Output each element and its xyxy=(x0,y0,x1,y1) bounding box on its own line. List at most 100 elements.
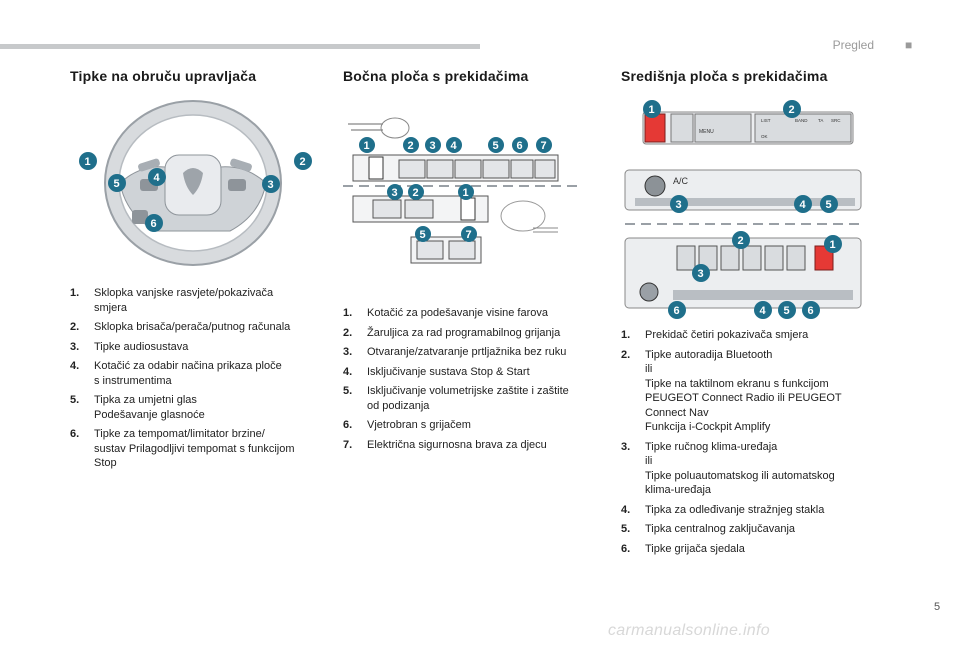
svg-text:4: 4 xyxy=(760,305,767,317)
list-item: 7.Električna sigurnosna brava za djecu xyxy=(343,438,547,451)
side-panel-illustration: 1 2 3 4 5 6 7 3 2 1 5 7 xyxy=(343,117,578,264)
callout-2: 2 xyxy=(783,100,801,118)
callout-3: 3 xyxy=(670,195,688,213)
svg-text:4: 4 xyxy=(800,199,807,211)
callout-1b: 1 xyxy=(458,184,474,200)
callout-5: 5 xyxy=(488,137,504,153)
callout-2b: 2 xyxy=(408,184,424,200)
callout-5b: 5 xyxy=(778,301,796,319)
svg-text:3: 3 xyxy=(676,199,682,211)
list-item: 3.Tipke ručnog klima-uređaja ili Tipke p… xyxy=(621,440,835,497)
callout-5: 5 xyxy=(108,174,126,192)
header-marker: ■ xyxy=(905,38,913,52)
page-number: 5 xyxy=(934,601,941,613)
callout-3b: 3 xyxy=(387,184,403,200)
svg-text:1: 1 xyxy=(830,239,836,251)
svg-text:1: 1 xyxy=(364,140,370,152)
list-item: 2.Sklopka brisača/perača/putnog računala xyxy=(70,321,291,333)
section-title-center-panel: Središnja ploča s prekidačima xyxy=(621,68,828,84)
callout-6: 6 xyxy=(668,301,686,319)
section-title-side-panel: Bočna ploča s prekidačima xyxy=(343,68,529,84)
watermark: carmanualsonline.info xyxy=(608,622,770,639)
steering-items-list: 1.Sklopka vanjske rasvjete/pokazivača sm… xyxy=(70,286,330,476)
callout-4b: 4 xyxy=(754,301,772,319)
svg-text:2: 2 xyxy=(300,156,306,168)
src-label: SRC xyxy=(831,118,841,123)
svg-text:3: 3 xyxy=(430,140,436,152)
side-panel-items-list: 1.Kotačić za podešavanje visine farova 2… xyxy=(343,306,608,457)
callout-2b: 2 xyxy=(732,231,750,249)
svg-text:5: 5 xyxy=(493,140,499,152)
svg-text:1: 1 xyxy=(649,104,655,116)
list-item: 5.Isključivanje volumetrijske zaštite i … xyxy=(343,385,569,412)
svg-text:5: 5 xyxy=(826,199,832,211)
svg-text:6: 6 xyxy=(808,305,814,317)
svg-text:3: 3 xyxy=(698,268,704,280)
list-item: 2.Tipke autoradija Bluetooth ili Tipke n… xyxy=(621,348,842,434)
svg-text:3: 3 xyxy=(392,187,398,199)
callout-5: 5 xyxy=(820,195,838,213)
svg-text:5: 5 xyxy=(784,305,790,317)
header-section-title: Pregled xyxy=(832,38,874,52)
callout-1: 1 xyxy=(79,152,97,170)
callout-2: 2 xyxy=(403,137,419,153)
callout-6b: 6 xyxy=(802,301,820,319)
list-item: 1.Sklopka vanjske rasvjete/pokazivača sm… xyxy=(70,287,274,314)
svg-text:4: 4 xyxy=(451,140,458,152)
list-item: 3.Tipke audiosustava xyxy=(70,340,189,353)
callout-1: 1 xyxy=(643,100,661,118)
band-label: BAND xyxy=(795,118,808,123)
list-item: 1.Kotačić za podešavanje visine farova xyxy=(343,307,548,319)
list-item: 5.Tipka za umjetni glas Podešavanje glas… xyxy=(70,394,205,421)
steering-wheel-illustration: 1 2 3 4 5 6 xyxy=(79,100,312,266)
callout-4: 4 xyxy=(148,168,166,186)
hazard-button-icon xyxy=(644,113,666,143)
callout-1: 1 xyxy=(359,137,375,153)
menu-label: MENU xyxy=(699,129,714,135)
callout-6: 6 xyxy=(512,137,528,153)
svg-text:1: 1 xyxy=(463,187,469,199)
svg-text:2: 2 xyxy=(789,104,795,116)
svg-text:7: 7 xyxy=(466,229,472,241)
section-title-steering: Tipke na obruču upravljača xyxy=(70,68,257,84)
callout-3: 3 xyxy=(425,137,441,153)
callout-3b: 3 xyxy=(692,264,710,282)
list-label: LIST xyxy=(761,118,771,123)
callout-5b: 5 xyxy=(415,226,431,242)
callout-6: 6 xyxy=(145,214,163,232)
callout-3: 3 xyxy=(262,175,280,193)
list-item: 6.Tipke za tempomat/limitator brzine/ su… xyxy=(70,428,295,469)
callout-4: 4 xyxy=(794,195,812,213)
svg-text:2: 2 xyxy=(738,235,744,247)
callout-7b: 7 xyxy=(461,226,477,242)
list-item: 6.Vjetrobran s grijačem xyxy=(343,419,471,431)
svg-text:2: 2 xyxy=(408,140,414,152)
ac-label: A/C xyxy=(673,176,689,186)
callout-2: 2 xyxy=(294,152,312,170)
svg-text:6: 6 xyxy=(674,305,680,317)
center-panel-illustration: MENU LIST BAND TA SRC OK A/C 1 2 3 4 5 2… xyxy=(624,100,862,319)
list-item: 1.Prekidač četiri pokazivača smjera xyxy=(621,329,809,341)
list-item: 4.Tipka za odleđivanje stražnjeg stakla xyxy=(621,503,825,516)
svg-text:5: 5 xyxy=(114,178,120,190)
svg-text:7: 7 xyxy=(541,140,547,152)
header-rule xyxy=(0,44,480,49)
list-item: 6.Tipke grijača sjedala xyxy=(621,542,745,555)
svg-text:3: 3 xyxy=(268,179,274,191)
callout-7: 7 xyxy=(536,137,552,153)
list-item: 4.Kotačić za odabir načina prikaza ploče… xyxy=(70,360,282,387)
svg-text:2: 2 xyxy=(413,187,419,199)
svg-text:6: 6 xyxy=(517,140,523,152)
svg-text:6: 6 xyxy=(151,218,157,230)
list-item: 2.Žaruljica za rad programabilnog grijan… xyxy=(343,326,561,339)
list-item: 3.Otvaranje/zatvaranje prtljažnika bez r… xyxy=(343,346,567,358)
svg-text:5: 5 xyxy=(420,229,426,241)
ta-label: TA xyxy=(818,118,823,123)
svg-text:1: 1 xyxy=(85,156,91,168)
callout-4: 4 xyxy=(446,137,462,153)
list-item: 4.Isključivanje sustava Stop & Start xyxy=(343,365,530,378)
callout-1b: 1 xyxy=(824,235,842,253)
list-item: 5.Tipka centralnog zaključavanja xyxy=(621,523,796,535)
center-panel-items-list: 1.Prekidač četiri pokazivača smjera 2.Ti… xyxy=(621,328,881,561)
ok-label: OK xyxy=(761,134,768,139)
